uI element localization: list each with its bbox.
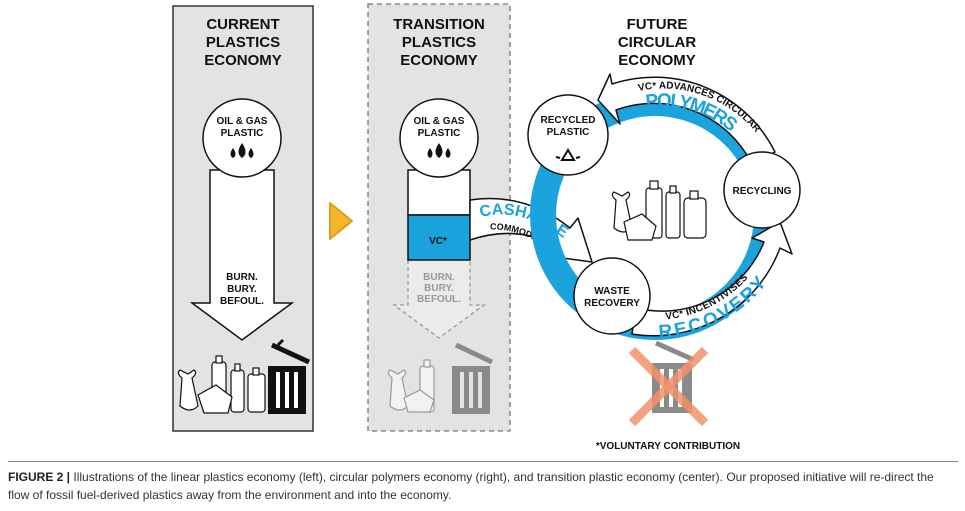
vc-label: VC* (429, 236, 447, 247)
cross-out-icon (628, 340, 709, 427)
current-title-line3: ECONOMY (204, 52, 282, 69)
figure-label: FIGURE 2 | (8, 470, 71, 484)
recycling-node (723, 151, 801, 229)
current-panel: CURRENT PLASTICS ECONOMY BURN. BURY. BEF… (172, 5, 314, 432)
future-panel: FUTURE CIRCULAR ECONOMY VC* ADVANCES CIR… (527, 16, 801, 452)
transition-faded-arrow (392, 260, 486, 339)
recycling-label: RECYCLING (733, 186, 792, 197)
recovery-arrow (631, 221, 793, 337)
faded-trash-bin-icon (452, 342, 494, 414)
oil-drop-icon (230, 143, 254, 158)
faded-bottles-icon (387, 359, 435, 413)
transition-faded-text-1: BURN. (423, 272, 455, 283)
figure-caption-text: Illustrations of the linear plastics eco… (8, 470, 934, 502)
transition-faded-text-3: BEFOUL. (417, 294, 461, 305)
current-oil-gas-node (202, 98, 282, 178)
current-arrow-text-1: BURN. (226, 272, 258, 283)
waste-recovery-label-1: WASTE (594, 286, 630, 297)
transition-title-line3: ECONOMY (400, 52, 478, 69)
future-title-line3: ECONOMY (618, 52, 696, 69)
waste-recovery-label-2: RECOVERY (584, 298, 640, 309)
voluntary-contribution-footnote: *VOLUNTARY CONTRIBUTION (596, 441, 740, 452)
current-flow-arrow (189, 169, 295, 341)
waste-recovery-node (573, 257, 651, 335)
transition-faded-text-2: BURY. (424, 283, 454, 294)
future-title-line1: FUTURE (627, 16, 688, 33)
recycle-icon (555, 148, 581, 161)
recycled-plastic-node (527, 94, 609, 176)
transition-oil-gas-node (399, 98, 479, 178)
transition-panel: TRANSITION PLASTICS ECONOMY BURN. BURY. … (367, 3, 511, 432)
play-arrow-icon (329, 202, 353, 240)
bottles-icon (177, 355, 266, 414)
current-arrow-text-3: BEFOUL. (220, 296, 264, 307)
transition-node-label-2: PLASTIC (418, 128, 461, 139)
recycled-label-1: RECYCLED (540, 115, 595, 126)
current-title-line2: PLASTICS (206, 34, 280, 51)
caption-divider (8, 461, 958, 462)
transition-node-label-1: OIL & GAS (414, 116, 465, 127)
future-title-line2: CIRCULAR (618, 34, 696, 51)
bottles-icon (611, 180, 707, 241)
figure-caption: FIGURE 2 | Illustrations of the linear p… (8, 468, 953, 504)
current-arrow-text-2: BURY. (227, 284, 257, 295)
recycled-label-2: PLASTIC (547, 127, 590, 138)
trash-bin-icon (268, 338, 311, 414)
current-title-line1: CURRENT (206, 16, 279, 33)
current-node-label-1: OIL & GAS (217, 116, 268, 127)
current-node-label-2: PLASTIC (221, 128, 264, 139)
transition-title-line2: PLASTICS (402, 34, 476, 51)
transition-title-line1: TRANSITION (393, 16, 485, 33)
oil-drop-icon (427, 143, 451, 158)
